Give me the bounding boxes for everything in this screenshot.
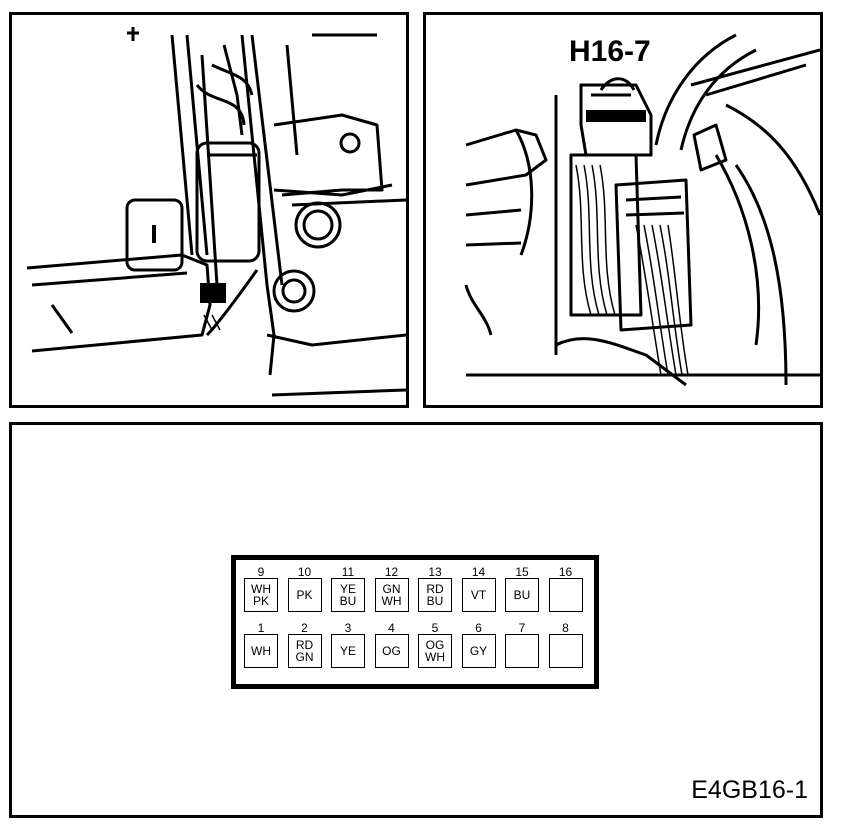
wire-color-code: GN [295, 650, 314, 664]
wire-color-code: VT [470, 588, 487, 602]
pin-number: 5 [431, 621, 439, 635]
connector-harness-drawing [464, 33, 820, 387]
wire-color-code: BU [513, 588, 531, 602]
pin-number: 15 [515, 565, 529, 579]
wire-color-code: RD [426, 582, 444, 596]
pin-cavity: PK [287, 578, 322, 612]
wire-color-code: YE [339, 582, 356, 596]
pin-number: 7 [518, 621, 526, 635]
figure-id: E4GB16-1 [691, 776, 808, 804]
pin-cavity [548, 578, 583, 612]
dashboard-area-drawing [26, 27, 406, 397]
pin-cavity: VT [461, 578, 496, 612]
pin-number: 14 [471, 565, 486, 579]
pin-number: 8 [562, 621, 569, 635]
pin-number: 6 [475, 621, 482, 635]
wire-color-code: WH [381, 594, 402, 608]
connector-pin: 7 [505, 622, 539, 668]
wire-color-code: RD [295, 638, 314, 652]
pin-number: 4 [388, 621, 395, 635]
pin-number: 12 [384, 565, 399, 579]
connector-pin: 8 [548, 621, 583, 668]
wire-color-code: PK [252, 594, 269, 608]
pin-cavity: WH [244, 634, 278, 668]
wire-color-code: GN [382, 582, 401, 596]
pin-number: 10 [297, 565, 312, 579]
vehicle-location-illustration [9, 12, 409, 408]
wire-color-code: OG [382, 644, 401, 658]
connector-pin: 16 [548, 565, 583, 612]
wire-color-code: WH [425, 650, 445, 664]
wire-color-code: WH [251, 644, 271, 658]
wire-color-code: BU [339, 594, 357, 608]
wire-color-code: YE [339, 644, 356, 658]
wire-color-code: GY [469, 644, 488, 658]
wire-color-code: WH [251, 582, 271, 596]
pin-number: 9 [257, 565, 265, 579]
pin-cavity [505, 634, 539, 668]
pin-number: 13 [428, 565, 442, 579]
connector-callout-label: H16-7 [569, 35, 651, 68]
connector-closeup-illustration: H16-7 [423, 12, 823, 408]
wire-color-code: PK [296, 588, 313, 602]
pin-number: 2 [301, 621, 308, 635]
pin-number: 11 [341, 565, 355, 579]
pin-cavity: BU [505, 578, 539, 612]
pin-cavity: GY [461, 634, 496, 668]
pin-cavity: YE [331, 634, 365, 668]
pin-number: 3 [344, 621, 352, 635]
pin-cavity: OG [374, 634, 409, 668]
wire-color-code: OG [425, 638, 445, 652]
wire-color-code: BU [426, 594, 444, 608]
pin-number: 16 [558, 565, 573, 579]
pin-number: 1 [257, 621, 265, 635]
pin-cavity [548, 634, 583, 668]
